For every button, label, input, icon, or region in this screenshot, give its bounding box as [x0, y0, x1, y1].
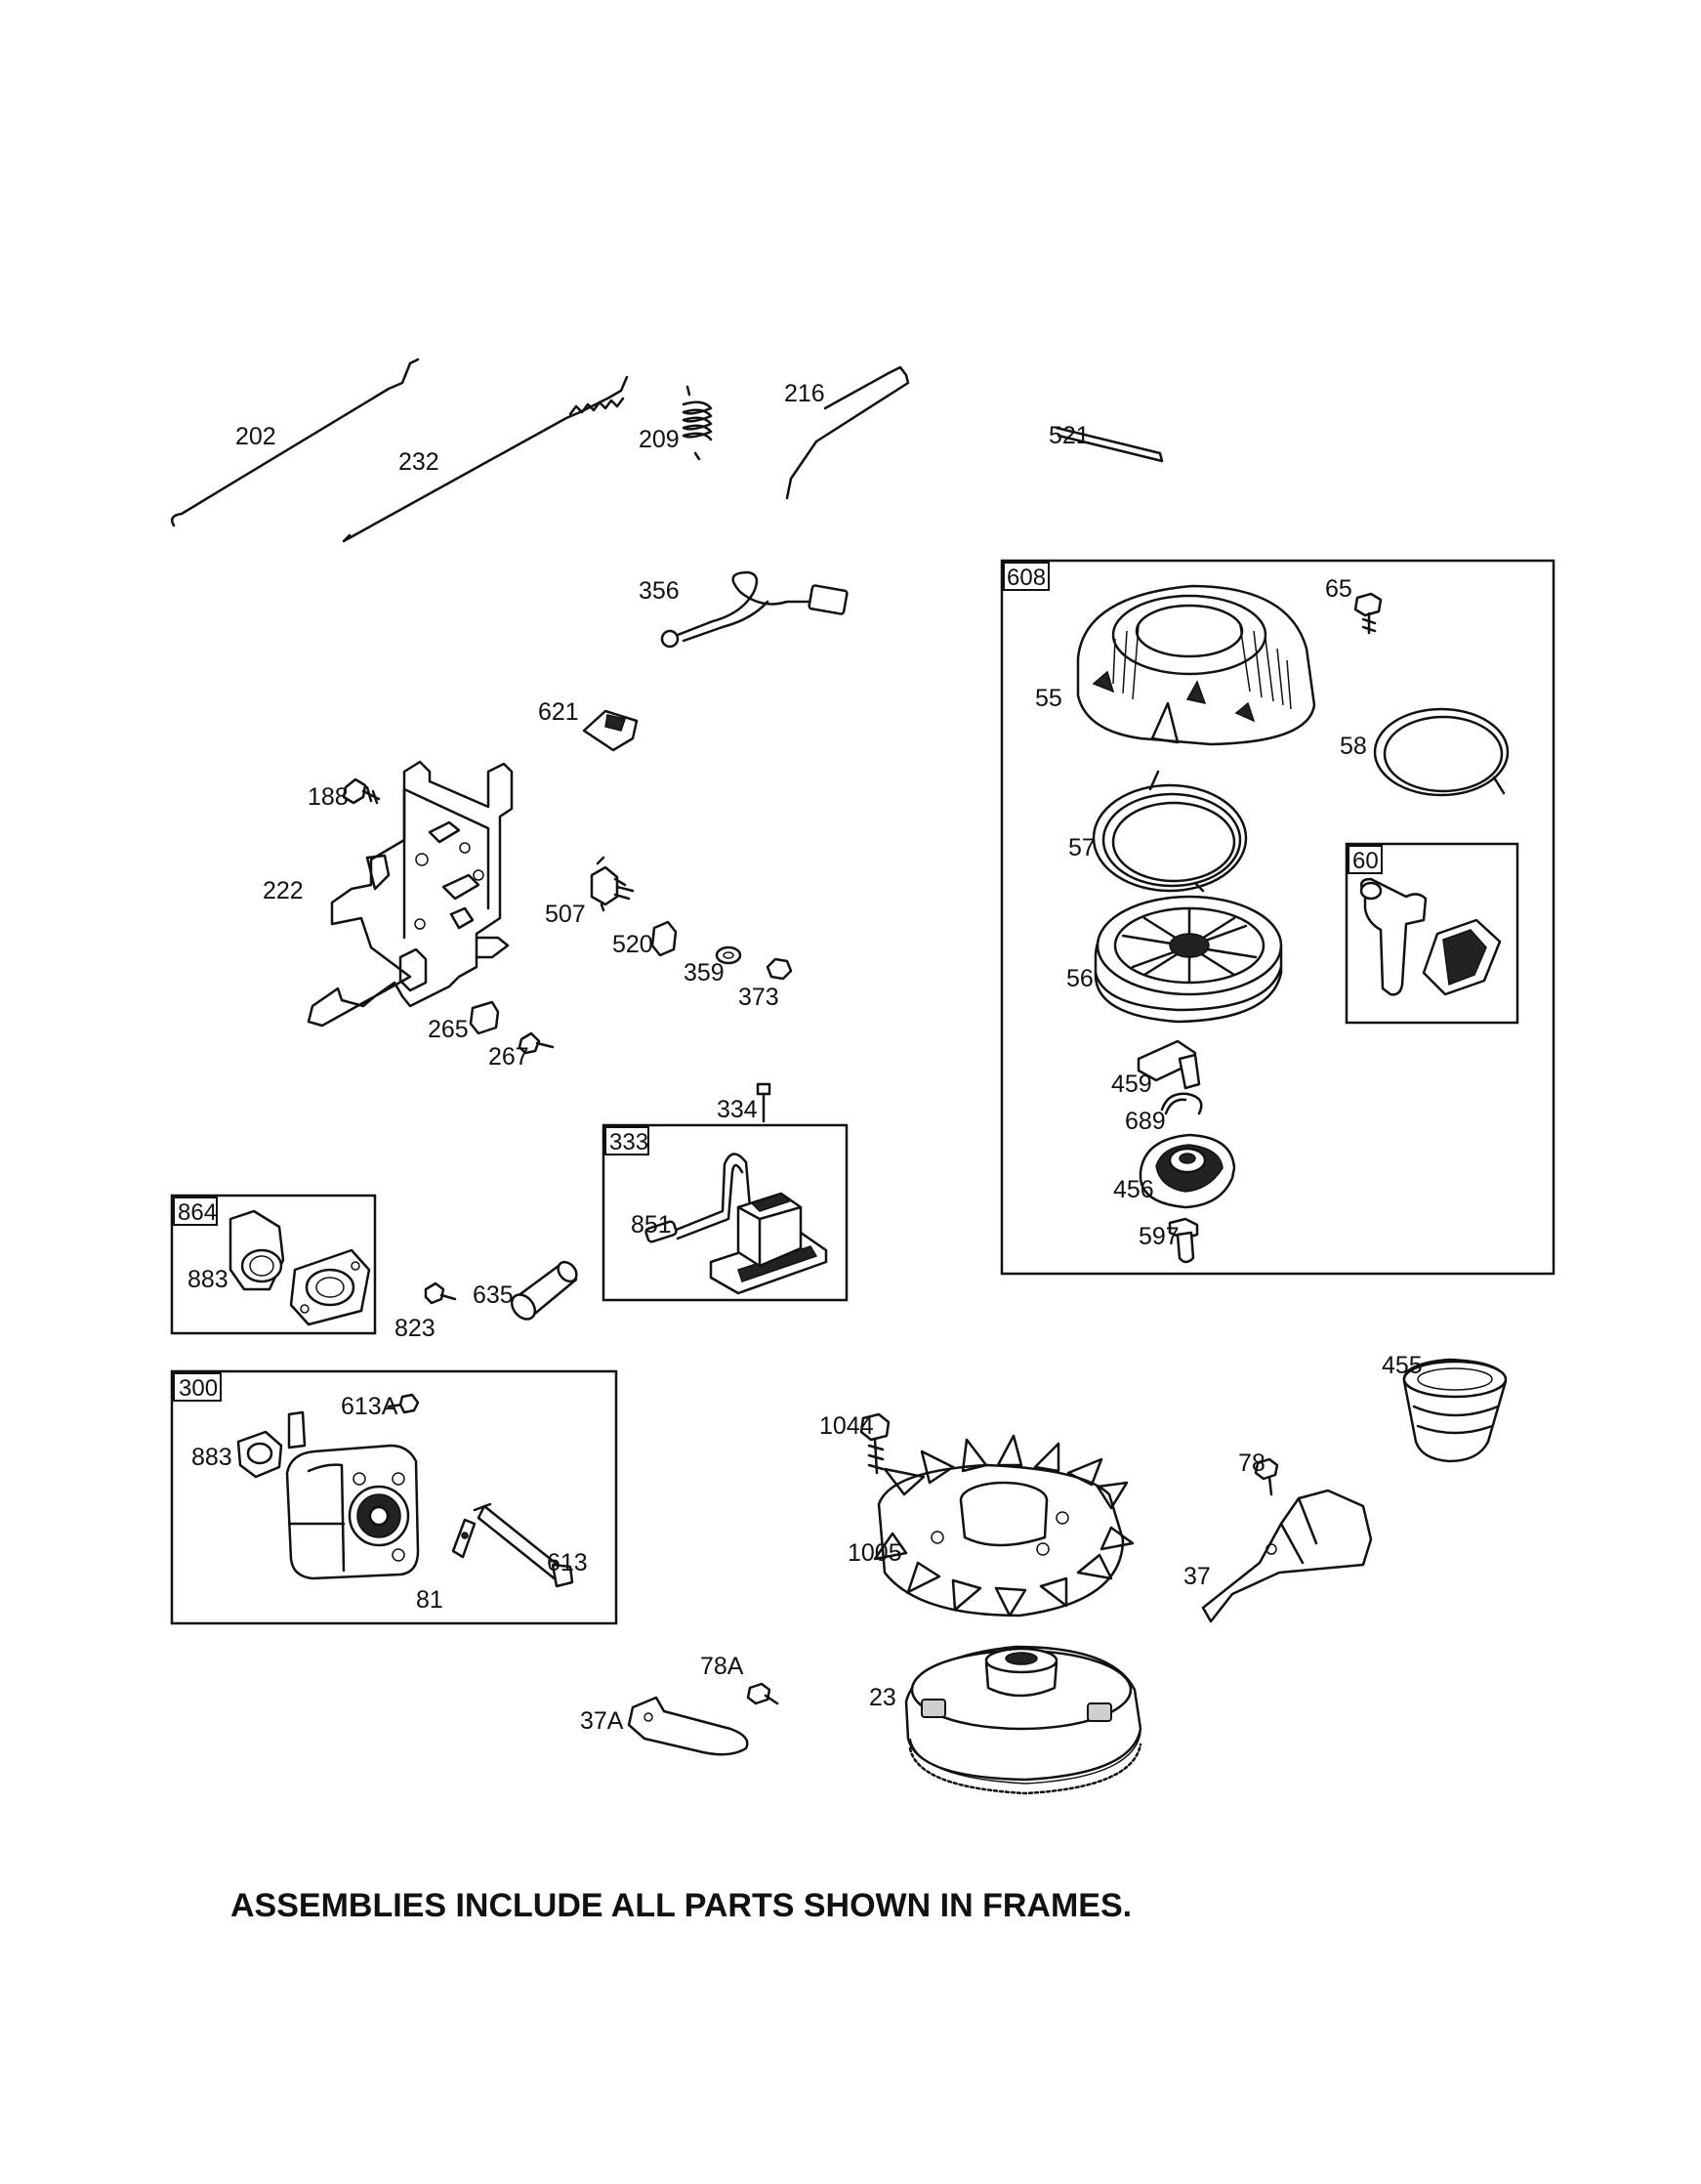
- label-373: 373: [738, 984, 779, 1011]
- label-520: 520: [612, 931, 653, 958]
- frame-608-label: 608: [1007, 565, 1046, 591]
- frame-60-label: 60: [1352, 848, 1379, 874]
- part-209-spring: [682, 385, 713, 461]
- part-232-spring-coil: [568, 397, 625, 416]
- label-267: 267: [488, 1043, 529, 1071]
- label-456: 456: [1113, 1176, 1154, 1203]
- frame-864: 864: [170, 1194, 377, 1335]
- frame-864-label: 864: [178, 1199, 217, 1226]
- part-823-screw: [424, 1281, 457, 1305]
- label-507: 507: [545, 901, 586, 928]
- label-202: 202: [235, 423, 276, 450]
- part-37-shield: [1201, 1489, 1373, 1623]
- label-188: 188: [308, 783, 349, 811]
- frame-60: 60: [1345, 842, 1519, 1025]
- part-613a-screw: [387, 1393, 420, 1414]
- part-37a-bracket: [627, 1696, 749, 1756]
- part-851-armature: [644, 1153, 828, 1295]
- part-188-screw: [342, 777, 381, 805]
- frame-300-label: 300: [179, 1375, 218, 1402]
- part-521-pin: [1055, 426, 1164, 463]
- label-823: 823: [394, 1315, 436, 1342]
- part-456-retainer: [1139, 1133, 1236, 1209]
- label-78a: 78A: [700, 1653, 744, 1680]
- part-78-screw: [1254, 1457, 1279, 1496]
- label-222: 222: [263, 877, 304, 904]
- part-216-link: [785, 365, 910, 500]
- label-597: 597: [1139, 1223, 1180, 1250]
- label-689: 689: [1125, 1108, 1166, 1135]
- label-883-intake: 883: [187, 1266, 228, 1293]
- part-455-cup: [1402, 1358, 1508, 1463]
- part-1044-bolt: [859, 1412, 891, 1475]
- part-60-handle: [1359, 877, 1502, 996]
- assemblies-footer-note: ASSEMBLIES INCLUDE ALL PARTS SHOWN IN FR…: [230, 1887, 1133, 1924]
- part-55-housing: [1076, 584, 1316, 746]
- part-265-clip: [469, 1000, 500, 1035]
- part-373-nut: [766, 957, 793, 981]
- part-507-switch: [590, 856, 635, 912]
- part-597-screw: [1168, 1217, 1199, 1264]
- part-300-muffler: [236, 1410, 574, 1588]
- label-613a: 613A: [341, 1393, 398, 1420]
- frame-333-label: 333: [609, 1129, 648, 1155]
- part-58-rope: [1373, 707, 1510, 797]
- part-78a-screw: [746, 1682, 779, 1705]
- label-65: 65: [1325, 575, 1352, 603]
- part-864-adapter: [228, 1209, 371, 1326]
- label-621: 621: [538, 698, 579, 726]
- label-209: 209: [639, 426, 680, 453]
- label-55: 55: [1035, 685, 1062, 712]
- label-1005: 1005: [848, 1539, 902, 1567]
- frame-608: 608: [1000, 559, 1556, 1276]
- part-459-pawl: [1137, 1039, 1201, 1090]
- part-689-ring: [1160, 1092, 1203, 1115]
- part-57-spring: [1092, 770, 1248, 893]
- label-57: 57: [1068, 834, 1096, 861]
- label-37a: 37A: [580, 1707, 624, 1735]
- label-359: 359: [684, 959, 725, 987]
- label-459: 459: [1111, 1071, 1152, 1098]
- part-222-control-bracket: [307, 760, 514, 1028]
- part-334-screw: [756, 1082, 771, 1123]
- label-78: 78: [1238, 1449, 1265, 1477]
- label-81: 81: [416, 1586, 443, 1614]
- part-635-sleeve: [510, 1260, 578, 1321]
- label-56: 56: [1066, 965, 1094, 992]
- label-455: 455: [1382, 1352, 1423, 1379]
- label-216: 216: [784, 380, 825, 407]
- part-65-screw: [1353, 592, 1383, 635]
- part-356-wire: [660, 570, 849, 649]
- label-58: 58: [1340, 733, 1367, 760]
- part-621-clip: [582, 709, 639, 752]
- label-1044: 1044: [819, 1412, 874, 1440]
- label-521: 521: [1049, 422, 1090, 449]
- frame-300: 300: [170, 1369, 618, 1625]
- label-613: 613: [547, 1549, 588, 1576]
- label-883-muffler: 883: [191, 1444, 232, 1471]
- label-37: 37: [1183, 1563, 1211, 1590]
- part-23-flywheel: [904, 1645, 1142, 1795]
- frame-333: 333: [602, 1123, 849, 1302]
- part-232-spring-rod: [342, 375, 629, 543]
- part-202-rod: [171, 357, 420, 527]
- part-1005-fan: [873, 1434, 1135, 1617]
- label-334: 334: [717, 1096, 758, 1123]
- part-520-clip: [650, 920, 678, 957]
- label-635: 635: [473, 1281, 514, 1309]
- label-232: 232: [398, 448, 439, 476]
- label-265: 265: [428, 1016, 469, 1043]
- part-56-pulley: [1094, 895, 1283, 1024]
- part-267-screw: [518, 1031, 555, 1055]
- label-356: 356: [639, 577, 680, 605]
- part-359-washer: [715, 945, 742, 965]
- label-851: 851: [631, 1211, 672, 1239]
- label-23: 23: [869, 1684, 896, 1711]
- part-labels: 202 232 209 216 521 356 65 55 58 621 188…: [187, 380, 1423, 1735]
